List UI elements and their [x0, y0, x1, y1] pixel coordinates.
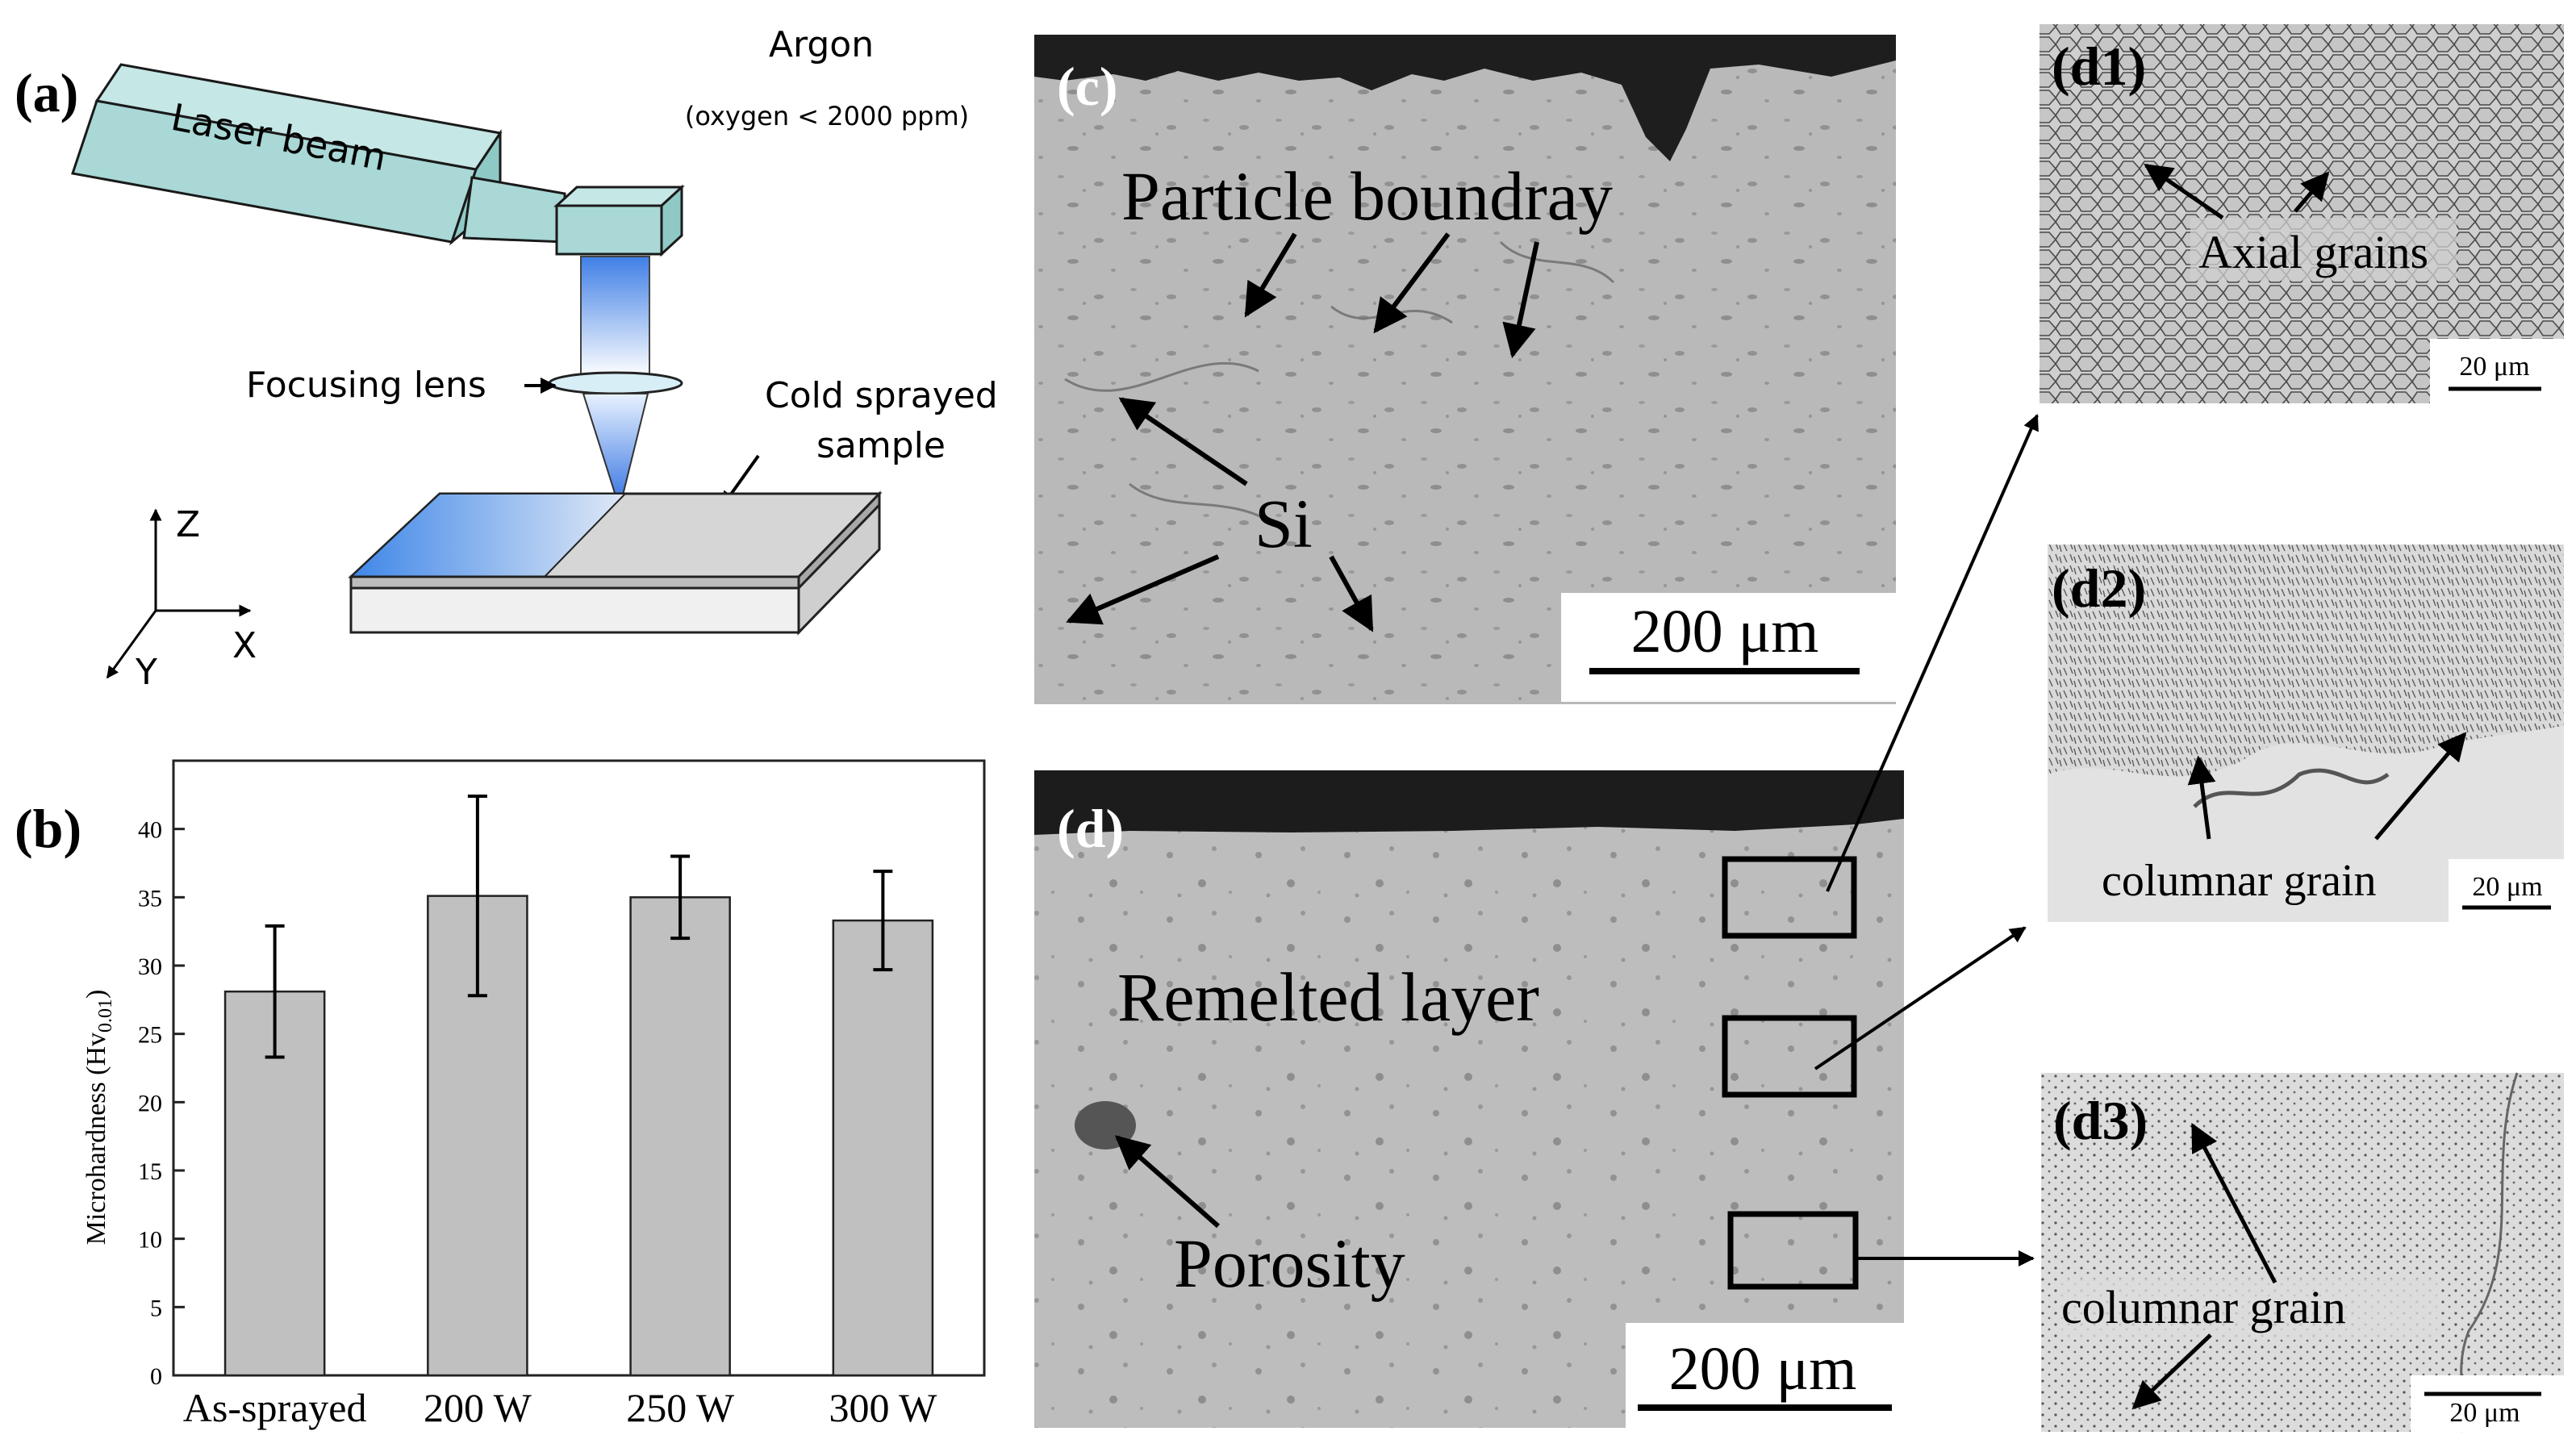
bar: [629, 896, 731, 1377]
panel-b: (b) 0 5 10 15 20 25 30 35 40 As-sprayed 200 W 250 …: [15, 759, 986, 1430]
sample-label-line1: Cold sprayed: [765, 375, 998, 416]
surface-edge-c: [1034, 35, 1896, 161]
micrograph-d3: [2041, 1073, 2564, 1432]
panel-label-d1: (d1): [2052, 35, 2146, 97]
y-tick-label: 5: [150, 1295, 162, 1321]
panel-label-d: (d): [1057, 798, 1124, 859]
laser-head-icon: [71, 63, 685, 257]
panel-label-b: (b): [15, 798, 81, 859]
inset-box-2: [1722, 1015, 1857, 1098]
x-tick-label: 250 W: [626, 1385, 735, 1430]
label-columnar-grain-d3: columnar grain: [2061, 1281, 2346, 1333]
y-tick-label: 30: [138, 953, 162, 980]
laser-beam-column: [580, 256, 650, 378]
panel-label-d3: (d3): [2053, 1090, 2148, 1151]
coordinate-axes-icon: [106, 508, 252, 679]
y-tick-label: 25: [138, 1022, 162, 1049]
chart-y-axis-label: Microhardness (Hv0.01): [81, 990, 116, 1245]
bar: [832, 919, 934, 1377]
y-tick-label: 0: [150, 1363, 162, 1390]
panel-label-a: (a): [15, 62, 78, 123]
scale-label-d2: 20 μm: [2472, 872, 2542, 902]
panel-label-d2: (d2): [2052, 557, 2146, 619]
label-porosity: Porosity: [1174, 1225, 1405, 1302]
y-tick-label: 35: [138, 885, 162, 912]
inset-box-1: [1722, 856, 1857, 939]
label-columnar-grain-d2: columnar grain: [2102, 856, 2377, 906]
y-tick-label: 20: [138, 1090, 162, 1116]
panel-label-c: (c): [1057, 56, 1117, 117]
scale-box-d1: [2430, 339, 2564, 403]
panel-d: (d) Remelted layer Porosity 200 μm: [1034, 414, 2039, 1428]
x-tick-label: 200 W: [424, 1385, 532, 1430]
inset-box-3: [1727, 1211, 1859, 1290]
sample-plate-icon: [348, 490, 883, 636]
lens-label: Focusing lens: [246, 365, 486, 406]
panel-d2: (d2) columnar grain 20 μm: [2048, 544, 2564, 922]
panel-d3: (d3) columnar grain 20 μm: [2041, 1072, 2564, 1433]
sample-label-line2: sample: [816, 425, 946, 466]
y-tick-label: 10: [138, 1227, 162, 1254]
scale-label-d3: 20 μm: [2449, 1398, 2520, 1428]
chart-x-axis: As-sprayed 200 W 250 W 300 W: [183, 1385, 937, 1430]
gas-note: (oxygen < 2000 ppm): [685, 101, 969, 131]
x-tick-label: 300 W: [829, 1385, 937, 1430]
axis-y-label: Y: [135, 652, 157, 693]
scale-label-c: 200 μm: [1631, 598, 1819, 666]
axis-z-label: Z: [176, 504, 200, 545]
scale-box-d2: [2449, 859, 2564, 922]
y-tick-label: 40: [138, 817, 162, 844]
scale-label-d: 200 μm: [1669, 1335, 1857, 1403]
scale-label-d1: 20 μm: [2459, 352, 2529, 382]
panel-d1: (d1) Axial grains 20 μm: [2040, 24, 2564, 403]
chart-y-axis: 0 5 10 15 20 25 30 35 40: [138, 817, 185, 1390]
scale-box-d3: [2411, 1375, 2564, 1432]
y-tick-label: 15: [138, 1158, 162, 1185]
focusing-lens-icon: [548, 371, 683, 395]
label-remelted-layer: Remelted layer: [1117, 958, 1539, 1036]
chart-frame: [172, 759, 986, 1377]
axis-x-label: X: [232, 625, 257, 666]
gas-label: Argon: [769, 24, 874, 65]
laser-cone: [582, 393, 649, 511]
label-si: Si: [1255, 485, 1313, 562]
chart-bars: [223, 795, 934, 1377]
surface-edge-d: [1034, 770, 1904, 835]
x-tick-label: As-sprayed: [183, 1385, 367, 1430]
scale-box-c: [1561, 593, 1896, 702]
panel-a: (a) Argon (oxygen < 2000 ppm) Laser beam…: [15, 24, 998, 693]
panel-c: (c) Particle boundray Si 200 μm: [1034, 35, 1896, 704]
label-axial-grains: Axial grains: [2198, 226, 2428, 278]
label-particle-boundary: Particle boundray: [1121, 157, 1613, 235]
